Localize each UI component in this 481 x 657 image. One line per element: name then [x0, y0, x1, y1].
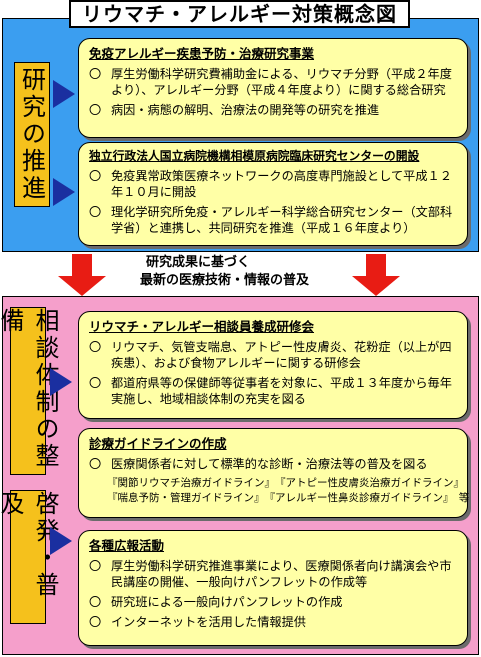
- list-item: 〇 医療関係者に対して標準的な診断・治療法等の普及を図る: [89, 456, 459, 472]
- guideline-card: 診療ガイドラインの作成 〇 医療関係者に対して標準的な診断・治療法等の普及を図る…: [78, 428, 470, 518]
- right-arrow-icon: [50, 368, 72, 396]
- list-item: 〇 免疫異常政策医療ネットワークの高度専門施設として平成１２年１０月に開設: [89, 168, 459, 200]
- list-item: 〇 理化学研究所免疫・アレルギー科学総合研究センター（文部科学省）と連携し、共同…: [89, 204, 459, 236]
- item-text: 厚生労働科学研究推進事業により、医療関係者向け講演会や市民講座の開催、一般向けパ…: [111, 559, 452, 589]
- item-text: 研究班による一般向けパンフレットの作成: [111, 595, 343, 609]
- research-card-2: 独立行政法人国立病院機構相模原病院臨床研究センターの開設 〇 免疫異常政策医療ネ…: [78, 142, 468, 246]
- card-title: リウマチ・アレルギー相談員養成研修会: [89, 319, 315, 334]
- guideline-line: 『喘息予防・管理ガイドライン』 『アレルギー性鼻炎診療ガイドライン』 等: [107, 492, 470, 504]
- list-item: 〇 病因・病態の解明、治療法の開発等の研究を推進: [89, 102, 459, 118]
- guideline-titles: 『関節リウマチ治療ガイドライン』 『アトピー性皮膚炎治療ガイドライン』 『喘息予…: [89, 476, 470, 506]
- bullet-icon: 〇: [89, 457, 102, 471]
- card-title: 独立行政法人国立病院機構相模原病院臨床研究センターの開設: [89, 149, 420, 163]
- item-text: インターネットを活用した情報提供: [111, 615, 306, 629]
- item-text: 免疫異常政策医療ネットワークの高度専門施設として平成１２年１０月に開設: [111, 169, 452, 199]
- card-title: 各種広報活動: [89, 538, 165, 553]
- list-item: 〇 リウマチ、気管支喘息、アトピー性皮膚炎、花粉症（以上が四疾患）、および食物ア…: [89, 339, 459, 371]
- consultation-label: 相談体制の整備: [0, 307, 59, 475]
- diagram-title: リウマチ・アレルギー対策概念図: [69, 0, 410, 28]
- guideline-line: 『関節リウマチ治療ガイドライン』 『アトピー性皮膚炎治療ガイドライン』: [107, 477, 464, 489]
- list-item: 〇 インターネットを活用した情報提供: [89, 614, 459, 630]
- card-title: 免疫アレルギー疾患予防・治療研究事業: [89, 46, 315, 61]
- item-text: 理化学研究所免疫・アレルギー科学総合研究センター（文部科学省）と連携し、共同研究…: [111, 205, 453, 235]
- bullet-icon: 〇: [89, 559, 102, 573]
- bullet-icon: 〇: [89, 103, 102, 117]
- item-text: 都道府県等の保健師等従事者を対象に、平成１３年度から毎年実施し、地域相談体制の充…: [111, 376, 452, 406]
- right-arrow-icon: [53, 80, 75, 108]
- down-arrow-icon: [352, 254, 400, 296]
- bullet-icon: 〇: [89, 376, 102, 390]
- research-label: 研究の推進: [14, 62, 50, 207]
- pr-activities-card: 各種広報活動 〇 厚生労働科学研究推進事業により、医療関係者向け講演会や市民講座…: [78, 530, 468, 646]
- list-item: 〇 研究班による一般向けパンフレットの作成: [89, 594, 459, 610]
- research-card-1: 免疫アレルギー疾患予防・治療研究事業 〇 厚生労働科学研究費補助金による、リウマ…: [78, 38, 468, 138]
- caption-line: 研究成果に基づく: [146, 255, 251, 270]
- card-title: 診療ガイドラインの作成: [89, 436, 227, 451]
- bullet-icon: 〇: [89, 615, 102, 629]
- bullet-icon: 〇: [89, 205, 102, 219]
- right-arrow-icon: [53, 178, 75, 206]
- item-text: 厚生労働科学研究費補助金による、リウマチ分野（平成２年度より）、アレルギー分野（…: [111, 67, 452, 97]
- awareness-label: 啓発・普及: [0, 490, 59, 624]
- list-item: 〇 厚生労働科学研究費補助金による、リウマチ分野（平成２年度より）、アレルギー分…: [89, 66, 459, 98]
- list-item: 〇 都道府県等の保健師等従事者を対象に、平成１３年度から毎年実施し、地域相談体制…: [89, 375, 459, 407]
- bullet-icon: 〇: [89, 67, 102, 81]
- bullet-icon: 〇: [89, 340, 102, 354]
- right-arrow-icon: [50, 527, 72, 555]
- item-text: 病因・病態の解明、治療法の開発等の研究を推進: [111, 103, 380, 117]
- list-item: 〇 厚生労働科学研究推進事業により、医療関係者向け講演会や市民講座の開催、一般向…: [89, 558, 459, 590]
- bullet-icon: 〇: [89, 595, 102, 609]
- training-card: リウマチ・アレルギー相談員養成研修会 〇 リウマチ、気管支喘息、アトピー性皮膚炎…: [78, 311, 468, 419]
- down-arrow-icon: [58, 254, 106, 296]
- caption-line: 最新の医療技術・情報の普及: [140, 273, 310, 288]
- research-results-caption: 研究成果に基づく 最新の医療技術・情報の普及: [140, 254, 309, 290]
- bullet-icon: 〇: [89, 169, 102, 183]
- item-text: リウマチ、気管支喘息、アトピー性皮膚炎、花粉症（以上が四疾患）、および食物アレル…: [111, 340, 452, 370]
- item-text: 医療関係者に対して標準的な診断・治療法等の普及を図る: [111, 457, 428, 471]
